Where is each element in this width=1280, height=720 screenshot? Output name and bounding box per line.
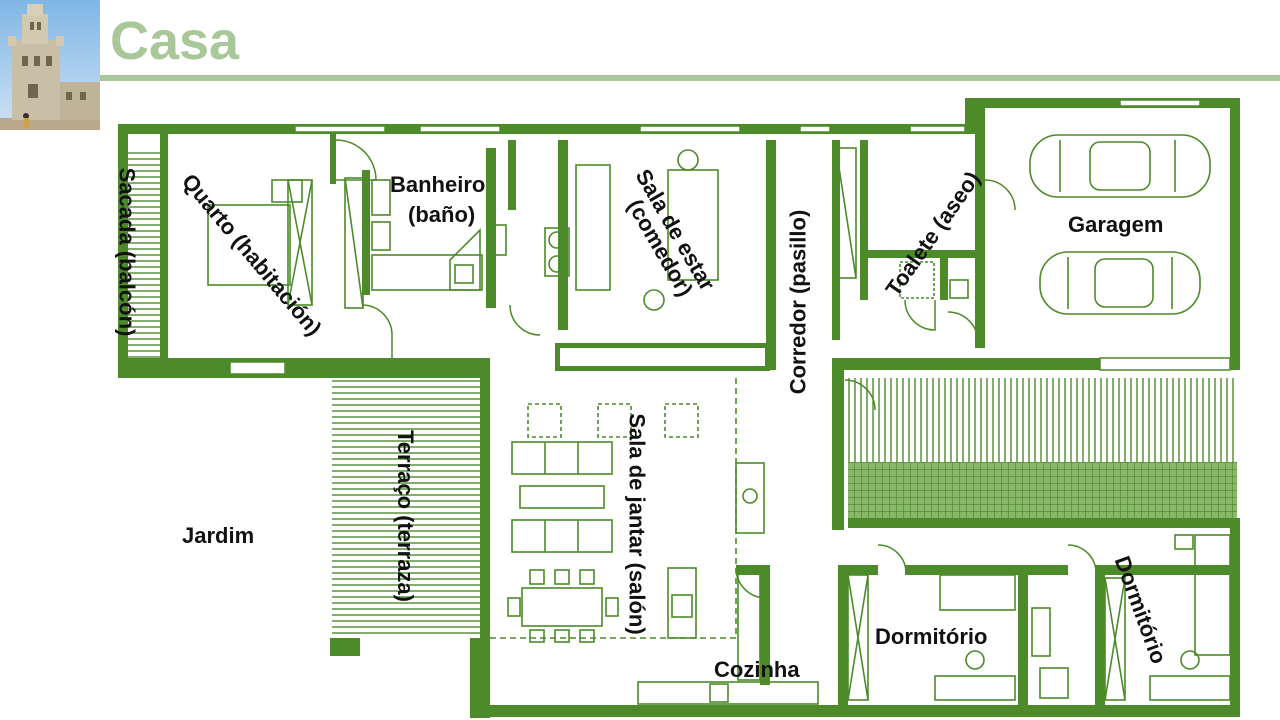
label-jardim: Jardim bbox=[182, 523, 255, 548]
title-divider bbox=[100, 75, 1280, 81]
doors bbox=[335, 139, 1097, 599]
label-cozinha: Cozinha bbox=[714, 657, 800, 682]
label-terraco: Terraço (terraza) bbox=[393, 430, 418, 602]
label-garagem: Garagem bbox=[1068, 212, 1164, 237]
label-sacada: Sacada (balcón) bbox=[114, 167, 140, 337]
label-dormitorio-center: Dormitório bbox=[875, 624, 988, 649]
label-corredor: Corredor (pasillo) bbox=[785, 209, 811, 395]
label-banheiro-line1: Banheiro bbox=[390, 172, 486, 197]
furniture bbox=[207, 134, 1231, 705]
label-sala-jantar: Sala de jantar (salón) bbox=[624, 413, 650, 635]
tower-photo bbox=[0, 0, 100, 130]
label-banheiro-line2: (baño) bbox=[408, 202, 476, 227]
windows bbox=[229, 99, 1231, 375]
slide-title: Casa bbox=[110, 11, 240, 71]
